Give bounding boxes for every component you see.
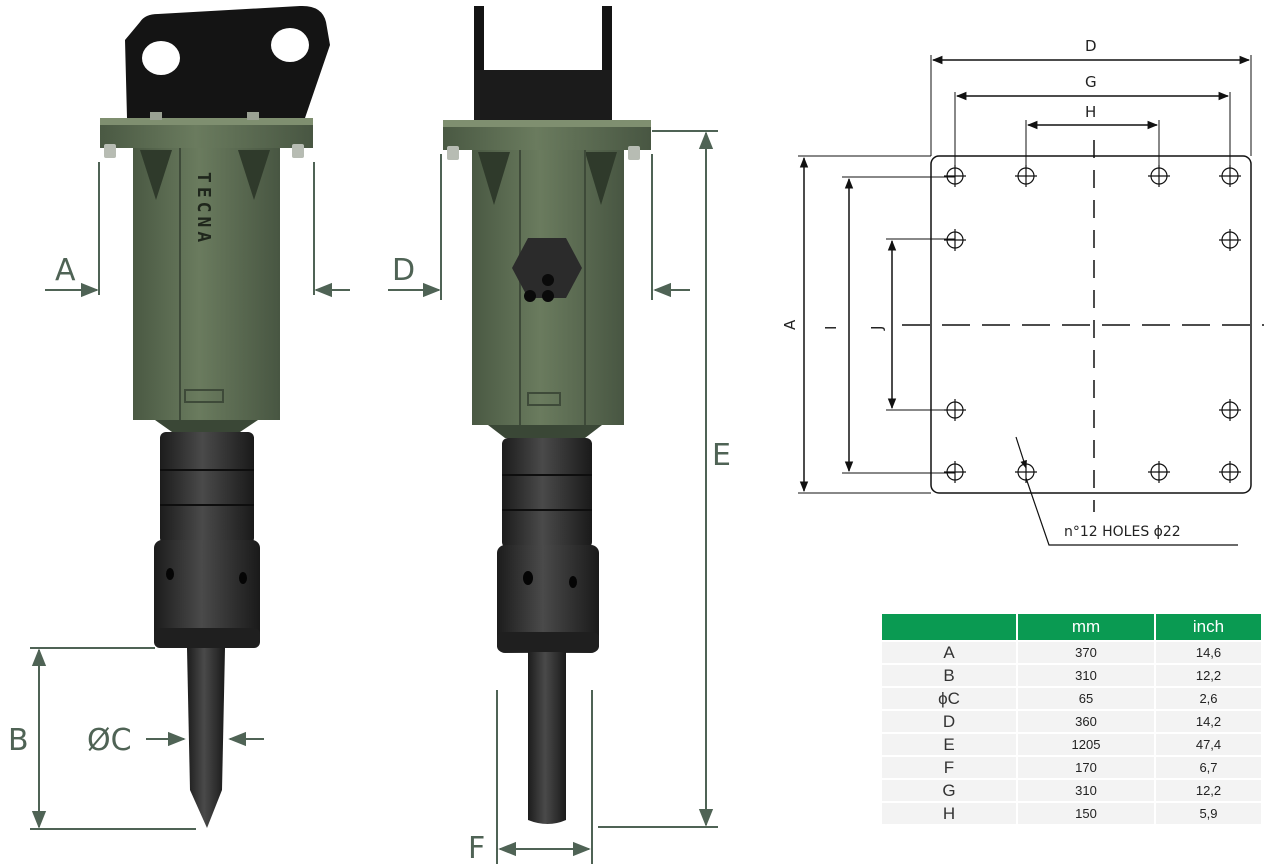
dim-label-A: A — [55, 253, 76, 288]
row-mm: 360 — [1018, 711, 1154, 732]
row-mm: 170 — [1018, 757, 1154, 778]
plan-label-J: J — [868, 326, 886, 331]
bolt-hole — [1219, 399, 1241, 421]
row-inch: 12,2 — [1156, 780, 1261, 801]
table-header-row: mm inch — [882, 614, 1261, 640]
row-label: G — [882, 780, 1016, 801]
front-head — [497, 545, 599, 653]
plan-label-D: D — [1085, 37, 1097, 55]
chisel-tool — [528, 652, 566, 824]
side-view-dimensions — [388, 130, 718, 864]
row-inch: 5,9 — [1156, 803, 1261, 824]
bolt-hole — [1148, 165, 1170, 187]
bracket-plate — [474, 6, 484, 90]
side-hex-port — [512, 238, 582, 298]
bolt-hole — [944, 229, 966, 251]
row-inch: 14,2 — [1156, 711, 1261, 732]
table-header-label — [882, 614, 1016, 640]
bolt-hole — [1219, 461, 1241, 483]
brand-logo: TECNA — [193, 172, 214, 246]
chisel-tool — [187, 648, 225, 828]
row-label: H — [882, 803, 1016, 824]
mounting-plate-plan — [798, 55, 1264, 546]
bolt-hole — [1015, 461, 1037, 483]
breaker-side-view — [443, 6, 651, 824]
cylinder — [160, 432, 254, 544]
dim-label-E: E — [712, 438, 731, 473]
row-label: A — [882, 642, 1016, 663]
row-mm: 1205 — [1018, 734, 1154, 755]
cylinder — [502, 438, 592, 548]
row-mm: 370 — [1018, 642, 1154, 663]
row-mm: 65 — [1018, 688, 1154, 709]
plan-label-H: H — [1085, 103, 1096, 121]
row-inch: 47,4 — [1156, 734, 1261, 755]
bolt-holes — [944, 165, 1241, 483]
dim-label-B: B — [8, 723, 29, 758]
bolt-hole — [944, 165, 966, 187]
row-inch: 6,7 — [1156, 757, 1261, 778]
plate-outline — [930, 155, 1252, 494]
bolt-hole — [1219, 229, 1241, 251]
row-inch: 14,6 — [1156, 642, 1261, 663]
table-header-mm: mm — [1018, 614, 1154, 640]
plan-label-G: G — [1085, 73, 1097, 91]
bracket-hole — [271, 28, 309, 62]
bracket-hole — [142, 41, 180, 75]
front-view-dimensions — [30, 162, 350, 830]
row-mm: 150 — [1018, 803, 1154, 824]
row-label: ϕC — [882, 688, 1016, 709]
breaker-front-view: TECNA — [100, 5, 330, 828]
plan-label-I: I — [822, 326, 840, 330]
row-label: D — [882, 711, 1016, 732]
bolt-hole — [1219, 165, 1241, 187]
bolt-hole — [1015, 165, 1037, 187]
bolt-hole — [1148, 461, 1170, 483]
row-mm: 310 — [1018, 665, 1154, 686]
table-header-inch: inch — [1156, 614, 1261, 640]
plan-label-A: A — [781, 319, 799, 330]
row-label: B — [882, 665, 1016, 686]
front-head — [154, 540, 260, 648]
dim-label-D: D — [392, 253, 415, 288]
row-mm: 310 — [1018, 780, 1154, 801]
dim-label-F: F — [468, 831, 485, 866]
dim-label-C: ØC — [87, 723, 132, 758]
row-inch: 2,6 — [1156, 688, 1261, 709]
holes-note: n°12 HOLES ϕ22 — [1064, 524, 1181, 540]
row-label: F — [882, 757, 1016, 778]
bolt-hole — [944, 399, 966, 421]
row-inch: 12,2 — [1156, 665, 1261, 686]
row-label: E — [882, 734, 1016, 755]
bolt-hole — [944, 461, 966, 483]
